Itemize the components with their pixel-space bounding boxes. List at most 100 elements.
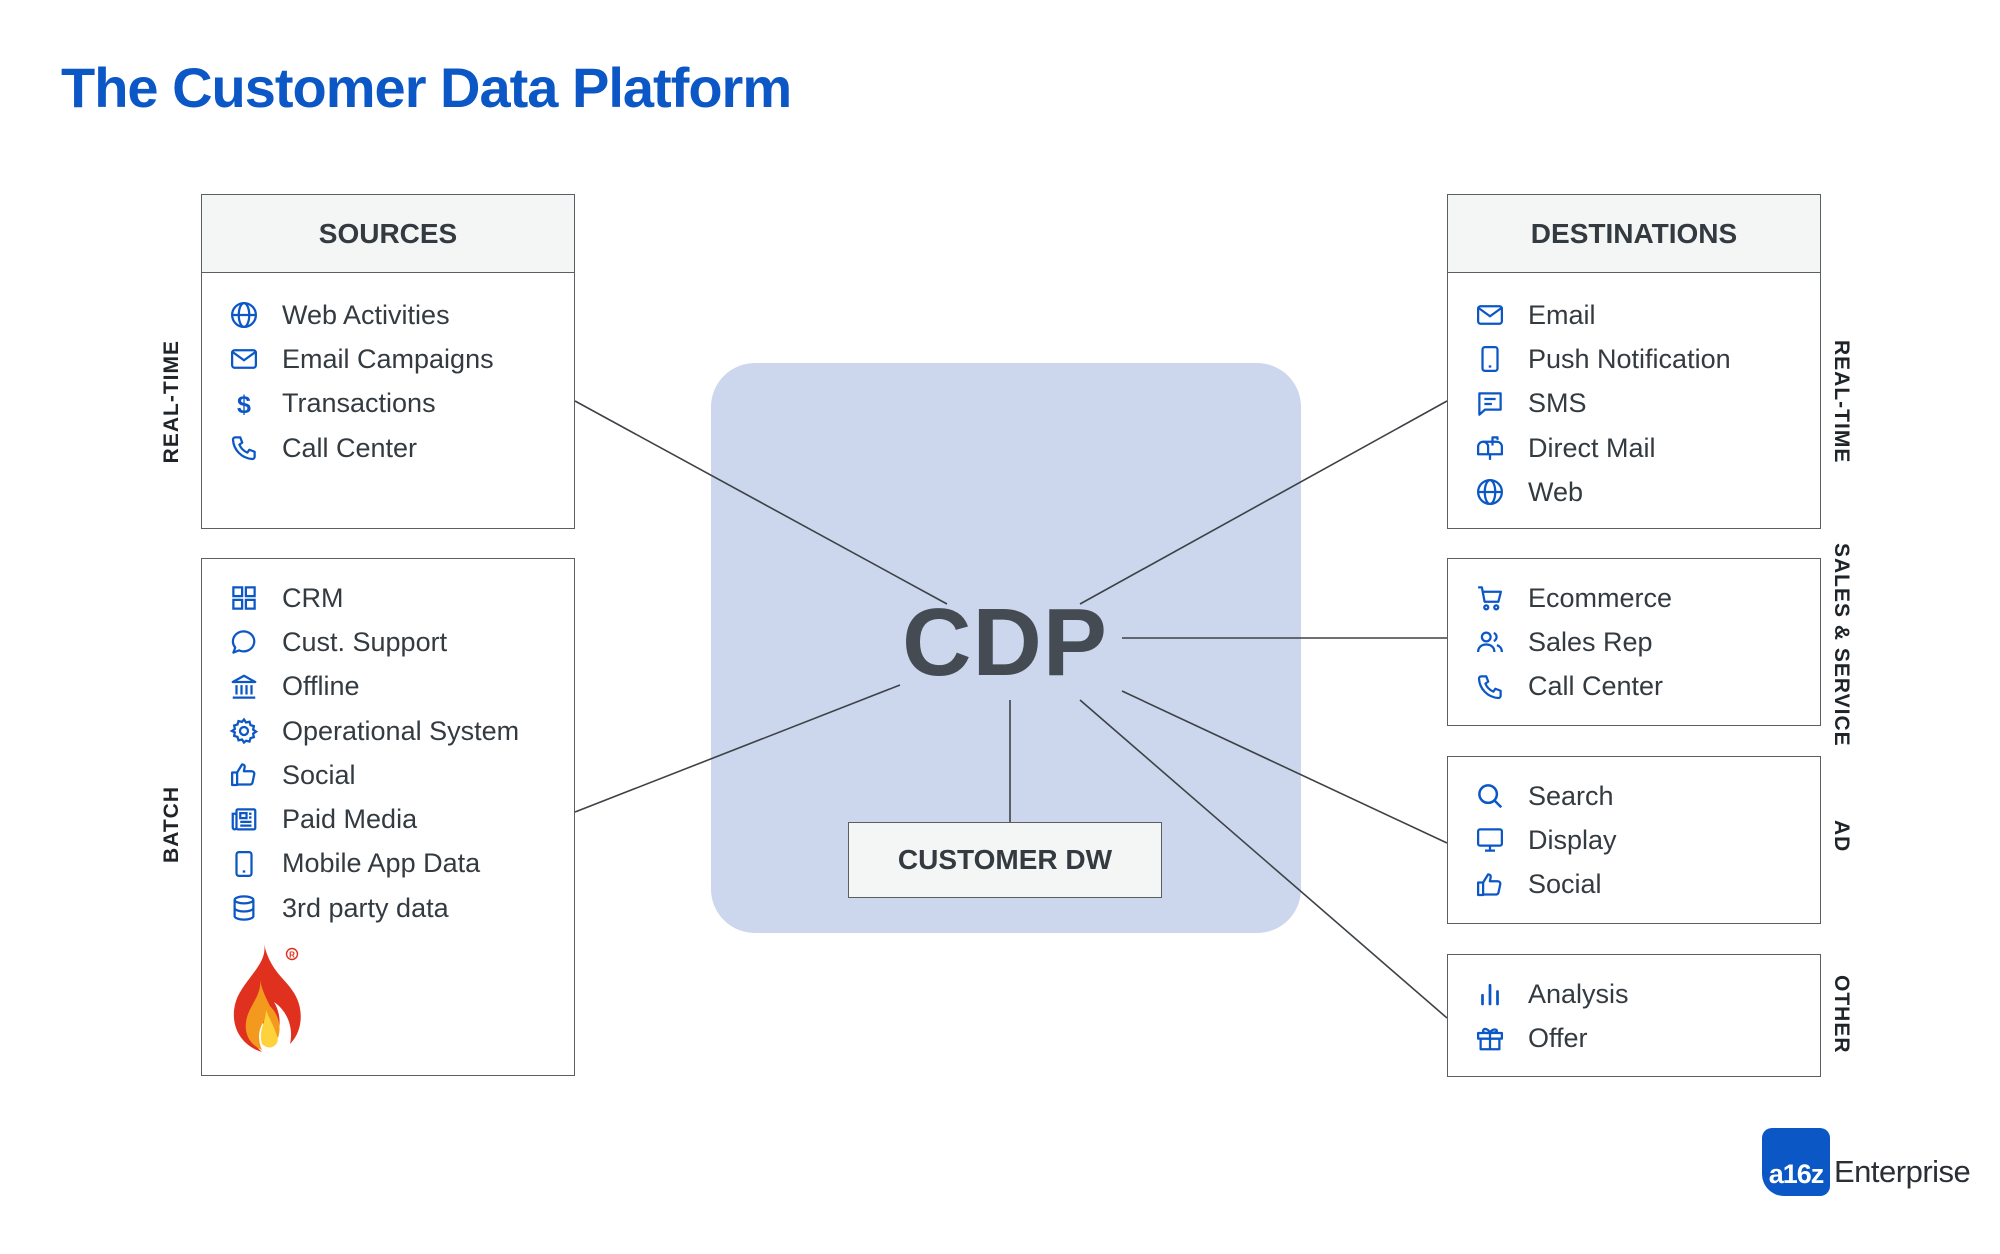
gift-icon: [1475, 1023, 1505, 1053]
item-label: Sales Rep: [1528, 626, 1653, 657]
connector-dest-realtime: [1079, 400, 1448, 605]
item-label: Cust. Support: [282, 626, 448, 657]
list-item: Display: [1448, 818, 1820, 862]
sources-batch-label: BATCH: [160, 786, 183, 863]
monitor-icon: [1475, 825, 1505, 855]
thumbs-up-icon: [1475, 870, 1505, 900]
mobile-icon: [1475, 344, 1505, 374]
svg-text:$: $: [237, 390, 251, 418]
list-item: Operational System: [202, 709, 574, 753]
list-item: Web Activities: [202, 293, 574, 337]
item-label: Transactions: [282, 388, 436, 419]
item-label: Mobile App Data: [282, 848, 481, 879]
connector-dest-ad: [1121, 690, 1448, 844]
item-label: Search: [1528, 780, 1614, 811]
search-icon: [1475, 781, 1505, 811]
globe-icon: [229, 300, 259, 330]
list-item: CRM: [202, 576, 574, 620]
sources-realtime-label: REAL-TIME: [160, 340, 183, 464]
list-item: Social: [1448, 863, 1820, 907]
destinations-sales-box: Ecommerce Sales Rep Call Center: [1447, 558, 1821, 726]
item-label: Offer: [1528, 1022, 1588, 1053]
item-label: Paid Media: [282, 804, 418, 835]
item-label: Web: [1528, 476, 1584, 507]
grid-icon: [229, 583, 259, 613]
bar-chart-icon: [1475, 979, 1505, 1009]
destinations-other-list: Analysis Offer: [1448, 955, 1820, 1061]
list-item: SMS: [1448, 382, 1820, 426]
cdp-label: CDP: [902, 589, 1108, 696]
item-label: Analysis: [1528, 978, 1629, 1009]
item-label: Display: [1528, 824, 1617, 855]
sources-batch-list: CRM Cust. Support Offline Operational Sy…: [202, 559, 574, 930]
list-item: Direct Mail: [1448, 426, 1820, 470]
destinations-other-label: OTHER: [1830, 975, 1853, 1054]
connector-dest-other: [1079, 699, 1448, 1019]
list-item: Analysis: [1448, 972, 1820, 1016]
logo-text: Enterprise: [1834, 1154, 1971, 1189]
destinations-realtime-label: REAL-TIME: [1830, 340, 1853, 464]
sources-header: SOURCES: [202, 195, 574, 273]
thumbs-up-icon: [229, 760, 259, 790]
item-label: Ecommerce: [1528, 582, 1673, 613]
destinations-ad-list: Search Display Social: [1448, 757, 1820, 907]
phone-icon: [229, 433, 259, 463]
destinations-other-box: Analysis Offer: [1447, 954, 1821, 1077]
item-label: CRM: [282, 582, 344, 613]
globe-icon: [1475, 477, 1505, 507]
sources-realtime-list: Web Activities Email Campaigns $ Transac…: [202, 273, 574, 470]
chat-bubble-icon: [229, 627, 259, 657]
list-item: Sales Rep: [1448, 620, 1820, 664]
destinations-realtime-box: DESTINATIONS Email Push Notification SMS…: [1447, 194, 1821, 529]
list-item: Mobile App Data: [202, 842, 574, 886]
destinations-sales-label: SALES & SERVICE: [1830, 543, 1853, 747]
mailbox-icon: [1475, 433, 1505, 463]
database-icon: [229, 893, 259, 923]
item-label: Offline: [282, 671, 360, 702]
item-label: Call Center: [282, 432, 418, 463]
page-title: The Customer Data Platform: [61, 56, 792, 119]
a16z-enterprise-logo: a16z Enterprise: [1762, 1128, 1971, 1196]
list-item: Web: [1448, 470, 1820, 514]
list-item: Social: [202, 753, 574, 797]
item-label: Push Notification: [1528, 343, 1731, 374]
message-icon: [1475, 389, 1505, 419]
list-item: Paid Media: [202, 797, 574, 841]
list-item: Call Center: [1448, 665, 1820, 709]
destinations-ad-box: Search Display Social: [1447, 756, 1821, 924]
list-item: $ Transactions: [202, 382, 574, 426]
envelope-icon: [1475, 300, 1505, 330]
item-label: Social: [1528, 869, 1602, 900]
item-label: Email: [1528, 299, 1596, 330]
flame-logo: R: [233, 944, 301, 1052]
item-label: SMS: [1528, 388, 1587, 419]
newspaper-icon: [229, 805, 259, 835]
list-item: Call Center: [202, 426, 574, 470]
item-label: 3rd party data: [282, 892, 449, 923]
connector-sources-batch: [574, 684, 901, 813]
list-item: Offer: [1448, 1016, 1820, 1060]
item-label: Direct Mail: [1528, 432, 1656, 463]
item-label: Email Campaigns: [282, 343, 494, 374]
list-item: Push Notification: [1448, 337, 1820, 381]
dollar-icon: $: [229, 389, 259, 419]
gear-icon: [229, 716, 259, 746]
item-label: Call Center: [1528, 671, 1664, 702]
list-item: Email Campaigns: [202, 337, 574, 381]
list-item: Search: [1448, 774, 1820, 818]
a16z-logo-mark: a16z: [1762, 1128, 1830, 1196]
connector-sources-realtime: [574, 400, 948, 605]
destinations-sales-list: Ecommerce Sales Rep Call Center: [1448, 559, 1820, 709]
item-label: Web Activities: [282, 299, 450, 330]
svg-text:R: R: [289, 951, 295, 960]
users-icon: [1475, 627, 1505, 657]
destinations-header: DESTINATIONS: [1448, 195, 1820, 273]
list-item: Cust. Support: [202, 620, 574, 664]
envelope-icon: [229, 344, 259, 374]
list-item: Ecommerce: [1448, 576, 1820, 620]
item-label: Operational System: [282, 715, 520, 746]
item-label: Social: [282, 759, 356, 790]
mobile-icon: [229, 849, 259, 879]
list-item: Email: [1448, 293, 1820, 337]
